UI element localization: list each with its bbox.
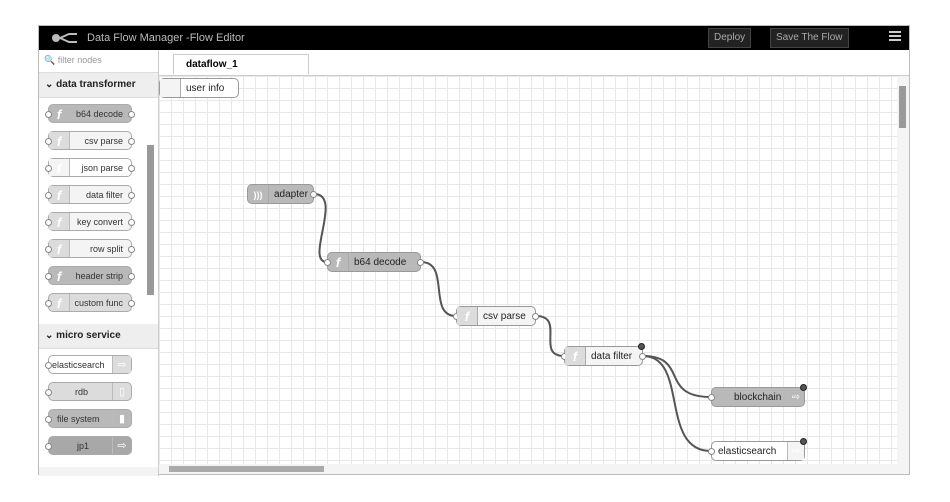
palette-node[interactable]: elasticsearch ⇨ [45, 355, 132, 374]
function-icon: f [328, 253, 349, 271]
node-label: csv parse [84, 136, 123, 146]
palette-node[interactable]: f b64 decode [45, 104, 135, 123]
node-label: json parse [81, 163, 123, 173]
app-title: Data Flow Manager -Flow Editor [87, 32, 245, 44]
palette-node[interactable]: f header strip [45, 266, 135, 285]
header: Data Flow Manager -Flow Editor Deploy Sa… [39, 26, 909, 50]
arrow-icon: ⇨ [112, 437, 131, 454]
palette-sidebar: 🔍 filter nodes ⌄ data transformer f b64 d… [39, 50, 159, 476]
palette-node[interactable]: rdb ▯ [45, 382, 132, 401]
database-icon: ▯ [112, 383, 131, 400]
function-icon: f [49, 105, 70, 122]
node-label: custom func [74, 298, 123, 308]
palette-scrollbar[interactable] [147, 100, 154, 470]
tab-dataflow-1[interactable]: dataflow_1 [173, 54, 309, 75]
category-data-transformer[interactable]: ⌄ data transformer [39, 73, 158, 98]
menu-icon[interactable] [889, 31, 901, 43]
function-icon: f [49, 132, 70, 149]
node-label: data filter [85, 190, 123, 200]
function-icon: f [565, 347, 586, 365]
palette-node[interactable]: jp1 ⇨ [45, 436, 132, 455]
canvas-node-b64-decode[interactable]: f b64 decode [324, 252, 424, 272]
filter-nodes-input[interactable]: 🔍 filter nodes [39, 50, 158, 73]
node-label: blockchain [734, 392, 782, 403]
function-icon: f [49, 240, 70, 257]
palette-node[interactable]: f csv parse [45, 131, 135, 150]
node-label: user info [186, 83, 225, 94]
canvas-node-data-filter[interactable]: f data filter [561, 343, 646, 366]
tab-bar: dataflow_1 [159, 50, 909, 76]
node-label: row split [89, 244, 123, 254]
arrow-icon: ⇨ [787, 388, 804, 406]
save-flow-button[interactable]: Save The Flow [770, 28, 849, 48]
palette-node[interactable]: f custom func [45, 293, 135, 312]
canvas-horizontal-scrollbar[interactable] [159, 464, 909, 474]
flow-canvas[interactable]: user info ))) adapter f b64 decode f csv pa… [159, 76, 899, 466]
canvas-node-elasticsearch[interactable]: elasticsearch ⇨ [708, 438, 807, 461]
canvas-node-blockchain[interactable]: blockchain ⇨ [708, 384, 807, 407]
node-label: b64 decode [75, 109, 123, 119]
logo-icon [51, 32, 81, 47]
node-label: key convert [76, 217, 123, 227]
node-label: csv parse [483, 311, 526, 322]
comment-icon [160, 79, 181, 97]
node-label: b64 decode [354, 257, 407, 268]
canvas-node-user-info[interactable]: user info [159, 78, 239, 98]
node-label: elasticsearch [52, 360, 105, 370]
palette-node[interactable]: f key convert [45, 212, 135, 231]
function-icon: f [49, 213, 70, 230]
node-label: file system [57, 414, 100, 424]
palette-node[interactable]: f row split [45, 239, 135, 258]
node-label: jp1 [77, 441, 90, 451]
palette-node[interactable]: file system ▮ [45, 409, 132, 428]
file-icon: ▮ [112, 410, 131, 427]
filter-placeholder: filter nodes [57, 55, 102, 65]
wires [313, 193, 712, 452]
node-label: elasticsearch [718, 446, 777, 457]
function-icon: f [49, 294, 70, 311]
arrow-icon: ⇨ [787, 442, 804, 460]
adapter-icon: ))) [248, 185, 269, 203]
node-label: adapter [274, 189, 308, 200]
node-label: header strip [75, 271, 123, 281]
function-icon: f [49, 186, 70, 203]
canvas-node-adapter[interactable]: ))) adapter [247, 184, 317, 204]
deploy-button[interactable]: Deploy [708, 28, 752, 48]
palette-node[interactable]: f json parse [45, 158, 135, 177]
category-micro-service[interactable]: ⌄ micro service [39, 324, 158, 349]
category-label: micro service [56, 330, 121, 341]
arrow-icon: ⇨ [112, 356, 131, 373]
category-label: data transformer [56, 79, 136, 90]
node-label: rdb [75, 387, 89, 397]
palette-list: elasticsearch ⇨ rdb ▯ file system ▮ jp1 ⇨ [39, 349, 158, 467]
function-icon: f [457, 307, 478, 325]
canvas-vertical-scrollbar[interactable] [897, 76, 909, 466]
canvas-node-csv-parse[interactable]: f csv parse [453, 306, 539, 326]
function-icon: f [49, 267, 70, 284]
flow-editor-window: Data Flow Manager -Flow Editor Deploy Sa… [38, 25, 910, 476]
node-label: data filter [591, 351, 633, 362]
palette-list: f b64 decode f csv parse f json parse f data… [39, 98, 158, 324]
function-icon: f [49, 159, 70, 176]
palette-node[interactable]: f data filter [45, 185, 135, 204]
